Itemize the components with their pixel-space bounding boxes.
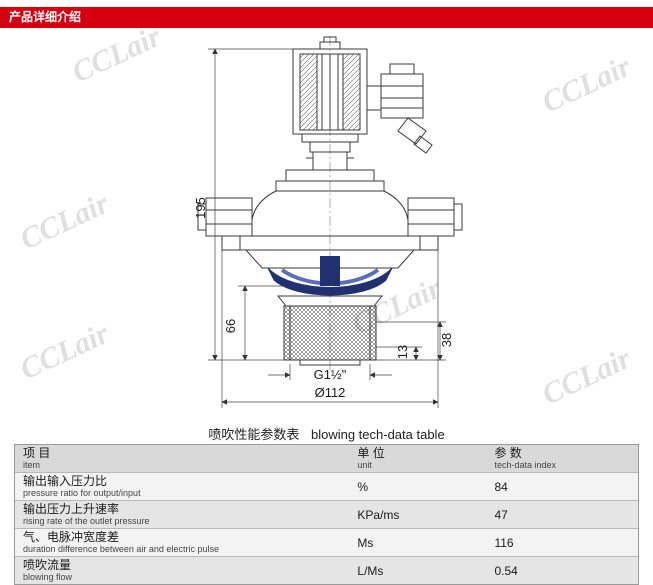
item-zh: 输出输入压力比 bbox=[23, 474, 108, 488]
thread-size-label: G1½" bbox=[314, 367, 347, 382]
col-header-value-zh: 参 数 bbox=[494, 446, 522, 460]
valve-drawing-area: 195 66 38 13 G1½" Ø112 bbox=[150, 28, 500, 428]
dimension-lines bbox=[208, 48, 446, 408]
item-cell: 气、电脉冲宽度差 duration difference between air… bbox=[15, 529, 351, 556]
unit-value: Ms bbox=[357, 535, 374, 550]
item-en: pressure ratio for output/input bbox=[23, 488, 141, 498]
value-cell: 47 bbox=[488, 501, 638, 528]
item-zh: 气、电脉冲宽度差 bbox=[23, 530, 120, 544]
col-header-unit-en: unit bbox=[357, 460, 372, 470]
table-caption-zh: 喷吹性能参数表 bbox=[208, 427, 300, 442]
col-header-value: 参 数 tech-data index bbox=[488, 445, 638, 472]
dim-38-label: 38 bbox=[439, 333, 454, 347]
item-zh: 输出压力上升速率 bbox=[23, 502, 120, 516]
valve-technical-drawing: 195 66 38 13 G1½" Ø112 bbox=[193, 36, 463, 408]
item-zh: 喷吹流量 bbox=[23, 558, 72, 572]
col-header-unit-zh: 单 位 bbox=[357, 446, 385, 460]
value-cell: 0.54 bbox=[488, 557, 638, 584]
dim-195-label: 195 bbox=[193, 197, 208, 219]
unit-value: KPa/ms bbox=[357, 507, 400, 522]
table-caption: 喷吹性能参数表 blowing tech-data table bbox=[0, 424, 653, 443]
value-cell: 116 bbox=[488, 529, 638, 556]
dim-66-label: 66 bbox=[223, 319, 238, 333]
item-cell: 输出输入压力比 pressure ratio for output/input bbox=[15, 473, 351, 500]
value-cell: 84 bbox=[488, 473, 638, 500]
item-en: rising rate of the outlet pressure bbox=[23, 516, 150, 526]
dim-13-label: 13 bbox=[395, 345, 410, 359]
unit-cell: L/Ms bbox=[351, 557, 488, 584]
diameter-label: Ø112 bbox=[315, 385, 346, 400]
data-value: 47 bbox=[494, 507, 508, 522]
watermark: CCLair bbox=[15, 186, 114, 257]
watermark: CCLair bbox=[537, 49, 636, 120]
diaphragm-shading bbox=[267, 256, 393, 296]
data-value: 84 bbox=[494, 479, 508, 494]
table-caption-en: blowing tech-data table bbox=[310, 427, 445, 442]
unit-cell: KPa/ms bbox=[351, 501, 488, 528]
unit-value: % bbox=[357, 479, 369, 494]
col-header-value-en: tech-data index bbox=[494, 460, 556, 470]
table-row: 气、电脉冲宽度差 duration difference between air… bbox=[15, 529, 638, 557]
unit-cell: % bbox=[351, 473, 488, 500]
item-cell: 喷吹流量 blowing flow bbox=[15, 557, 351, 584]
section-header: 产品详细介绍 bbox=[0, 7, 653, 28]
unit-value: L/Ms bbox=[357, 563, 384, 578]
table-header-row: 项 目 item 单 位 unit 参 数 tech-data index bbox=[15, 445, 638, 473]
table-row: 输出输入压力比 pressure ratio for output/input … bbox=[15, 473, 638, 501]
tech-data-table: 项 目 item 单 位 unit 参 数 tech-data index 输出… bbox=[14, 444, 639, 585]
col-header-item-en: item bbox=[23, 460, 41, 470]
col-header-item-zh: 项 目 bbox=[23, 446, 51, 460]
watermark: CCLair bbox=[15, 316, 114, 387]
unit-cell: Ms bbox=[351, 529, 488, 556]
col-header-unit: 单 位 unit bbox=[351, 445, 488, 472]
col-header-item: 项 目 item bbox=[15, 445, 351, 472]
data-value: 116 bbox=[494, 535, 514, 550]
item-en: duration difference between air and elec… bbox=[23, 544, 219, 554]
item-cell: 输出压力上升速率 rising rate of the outlet press… bbox=[15, 501, 351, 528]
item-en: blowing flow bbox=[23, 572, 73, 582]
valve-body-outline bbox=[197, 36, 463, 366]
section-title: 产品详细介绍 bbox=[9, 10, 82, 24]
watermark: CCLair bbox=[537, 341, 636, 412]
table-row: 输出压力上升速率 rising rate of the outlet press… bbox=[15, 501, 638, 529]
data-value: 0.54 bbox=[494, 563, 518, 578]
table-row: 喷吹流量 blowing flow L/Ms 0.54 bbox=[15, 557, 638, 584]
